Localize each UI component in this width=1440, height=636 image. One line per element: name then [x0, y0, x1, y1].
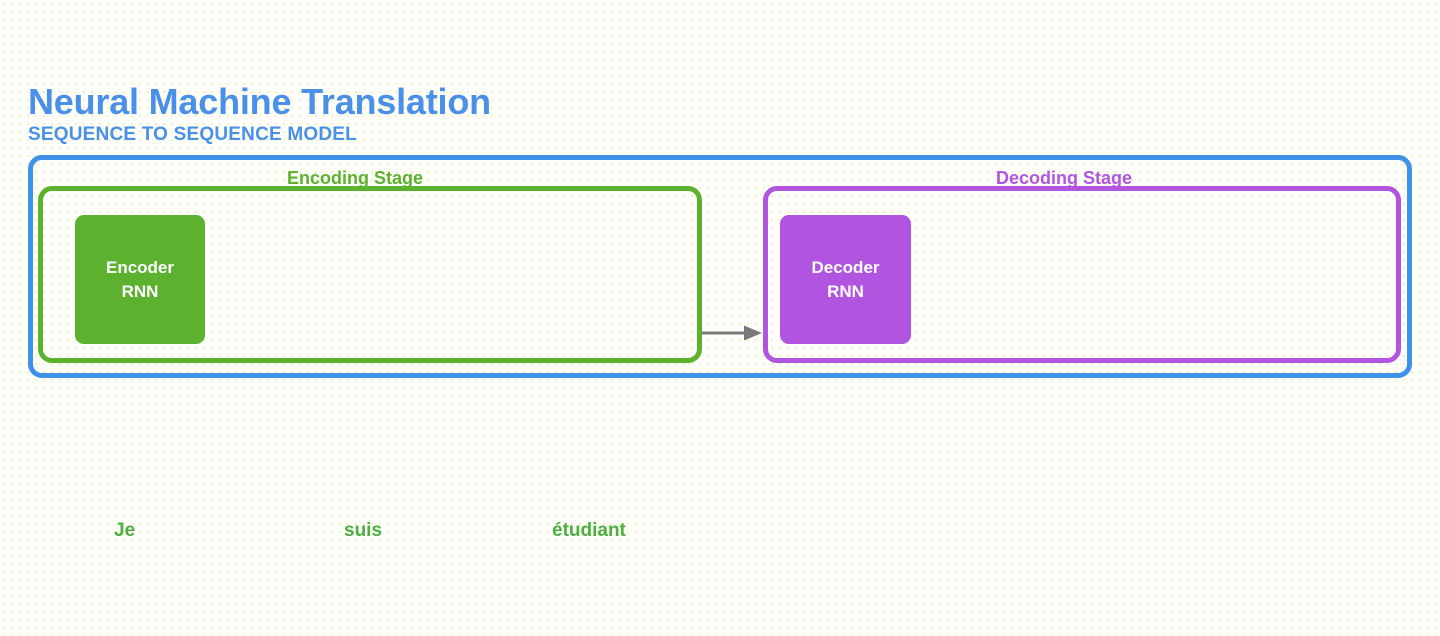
arrow-encoder-to-decoder-icon: [702, 324, 764, 342]
encoding-stage-label: Encoding Stage: [287, 168, 424, 188]
page-subtitle: SEQUENCE TO SEQUENCE MODEL: [28, 124, 357, 145]
output-word-0: Je: [114, 520, 136, 541]
encoder-rnn-block[interactable]: Encoder RNN: [75, 215, 205, 344]
decoder-rnn-label-line1: Decoder: [811, 257, 880, 277]
decoder-rnn-block[interactable]: Decoder RNN: [780, 215, 911, 344]
output-word-1: suis: [344, 520, 383, 541]
output-word-2: étudiant: [552, 520, 626, 541]
decoding-stage-label: Decoding Stage: [996, 168, 1133, 188]
title-block: Neural Machine Translation SEQUENCE TO S…: [28, 82, 491, 146]
page-title: Neural Machine Translation: [28, 81, 491, 122]
decoder-rnn-label-line2: RNN: [827, 281, 864, 301]
encoder-rnn-label-line1: Encoder: [105, 257, 175, 277]
encoder-rnn-label-line2: RNN: [121, 281, 159, 301]
